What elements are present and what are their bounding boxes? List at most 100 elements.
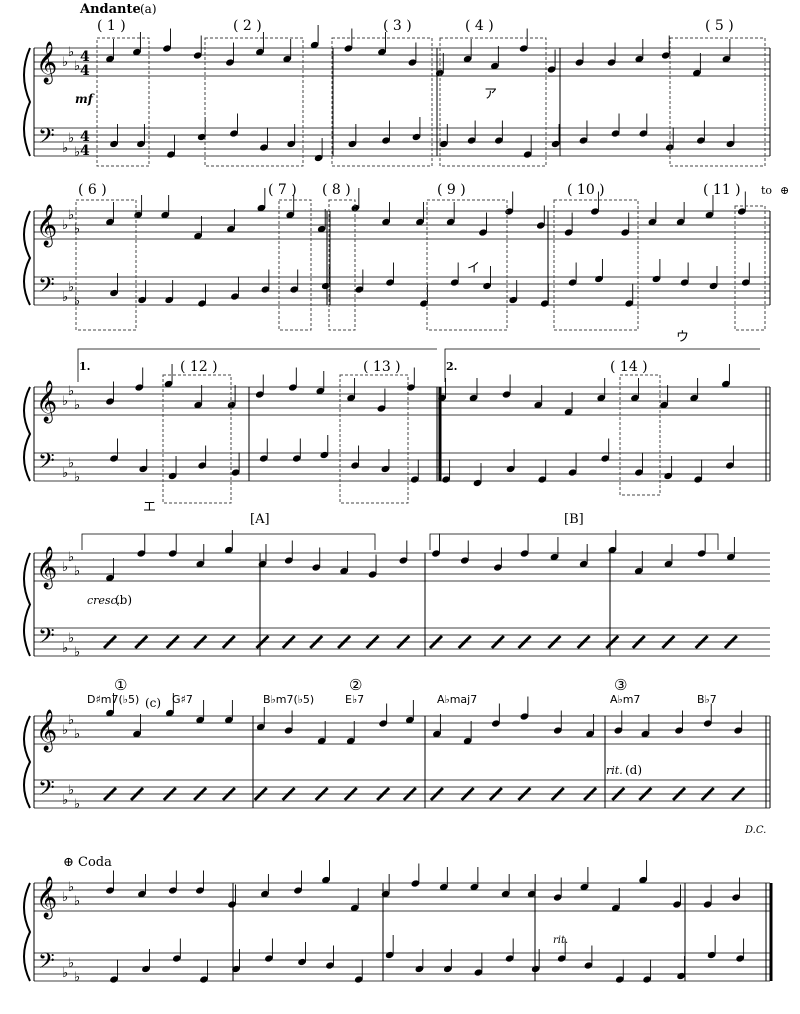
marker-a: (a) [140,2,157,16]
brace [23,210,32,306]
chord-3: B♭m7(♭5) [263,693,314,706]
section-a-bracket [81,533,376,550]
note-head [579,137,588,144]
note-head [133,730,141,738]
slash-mark [102,634,118,650]
note-head [168,550,177,557]
note-head [106,55,114,63]
note-head [411,880,420,887]
analysis-box [439,37,547,167]
note-head [194,232,202,240]
note-head [467,137,476,144]
brace [23,552,32,657]
key-flat: ♭ [68,131,74,146]
box-label-1: ( 1 ) [97,18,126,34]
slash-mark [671,786,687,802]
key-flat: ♭ [74,145,80,160]
note-head [615,976,624,983]
key-flat: ♭ [68,45,74,60]
key-flat: ♭ [74,645,80,660]
slash-mark [134,634,149,650]
note-head [231,293,239,300]
slash-mark [488,786,503,802]
note-head [167,151,175,158]
note-head [408,59,417,66]
note-head [415,965,424,973]
first-ending: 1. [79,360,90,373]
analysis-box [162,374,232,504]
note-head [692,69,701,77]
slash-mark [547,634,562,650]
treble-clef: 𝄞 [36,876,57,919]
note-head [460,557,469,564]
note-head [446,218,455,226]
note-head [284,727,293,734]
slash-mark [517,786,532,802]
key-flat: ♭ [68,384,74,399]
key-flat: ♭ [68,456,74,471]
to-coda-sign: ⊕ [780,184,789,197]
note-head [198,462,207,469]
box-label-5: ( 5 ) [705,18,734,34]
key-flat: ♭ [62,560,68,575]
note-head [625,300,634,307]
key-flat: ♭ [74,894,80,909]
bass-clef: 𝄢 [38,273,55,303]
treble-clef: 𝄞 [36,709,57,752]
note-head [660,401,669,409]
chord-1: D♯m7(♭5) [87,693,139,706]
note-head [703,720,712,727]
box-label-9: ( 9 ) [437,182,466,198]
note-head [694,476,703,483]
note-head [705,211,714,219]
analysis-box [339,374,409,504]
slash-mark [723,634,738,650]
rit-coda: rit. [553,935,568,946]
chord-4: E♭7 [345,693,364,706]
slash-mark [129,786,145,802]
note-head [641,730,650,738]
bass-clef: 𝄢 [38,949,55,979]
note-head [534,401,543,409]
note-head [580,883,589,891]
note-head [664,472,673,480]
note-head [597,394,606,402]
note-head [255,391,264,398]
key-flat: ♭ [74,470,80,485]
note-head [473,479,482,487]
note-head [519,45,528,52]
note-head [385,951,394,959]
slash-mark [309,634,324,650]
note-head [346,737,355,745]
slash-mark [253,786,268,802]
first-ending-bracket [77,348,437,382]
note-head [290,286,299,293]
chord-6: A♭m7 [610,693,640,706]
dynamic-cresc: cresc. [87,594,120,607]
note-head [386,279,394,286]
slash-mark [255,634,270,650]
note-head [690,394,699,402]
section-b-bracket [429,533,719,550]
analysis-box [278,199,312,331]
note-head [196,716,205,724]
note-head [294,887,302,894]
key-flat: ♭ [62,466,68,481]
key-flat: ♭ [62,641,68,656]
note-head [631,394,639,402]
analysis-box [553,199,639,331]
slash-mark [490,634,505,650]
circled-2: ② [349,676,362,694]
slash-mark [605,634,620,650]
note-head [551,140,560,148]
key-flat: ♭ [62,723,68,738]
note-head [381,890,390,898]
note-head [474,969,483,976]
note-head [520,550,529,557]
bass-clef: 𝄢 [38,449,55,479]
section-a-label: [A] [250,512,270,527]
section-b-label: [B] [564,512,584,527]
box-label-3: ( 3 ) [383,18,412,34]
note-head [224,716,233,724]
note-head [256,723,265,731]
